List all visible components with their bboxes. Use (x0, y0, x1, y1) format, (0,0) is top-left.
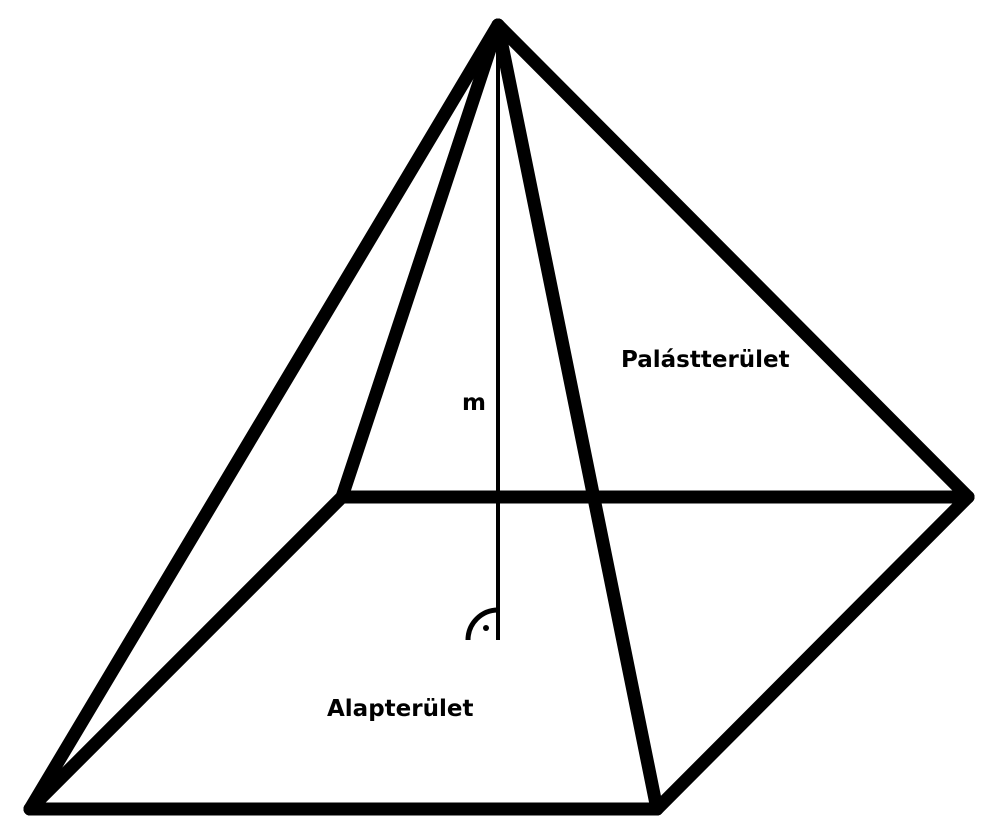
base-edge-right (650, 490, 975, 816)
height-label: m (462, 390, 486, 416)
lateral-edge-front-right (491, 18, 664, 816)
right-angle-dot (483, 625, 489, 631)
right-angle-marker (465, 607, 499, 641)
lateral-edge-front-left (23, 18, 505, 816)
lateral-edge-back-left (335, 18, 505, 504)
lateral-edge-back-right (491, 18, 975, 504)
lateral-area-label: Palástterület (621, 347, 790, 373)
base-area-label: Alapterület (327, 696, 473, 722)
base-edge-left (23, 490, 349, 816)
